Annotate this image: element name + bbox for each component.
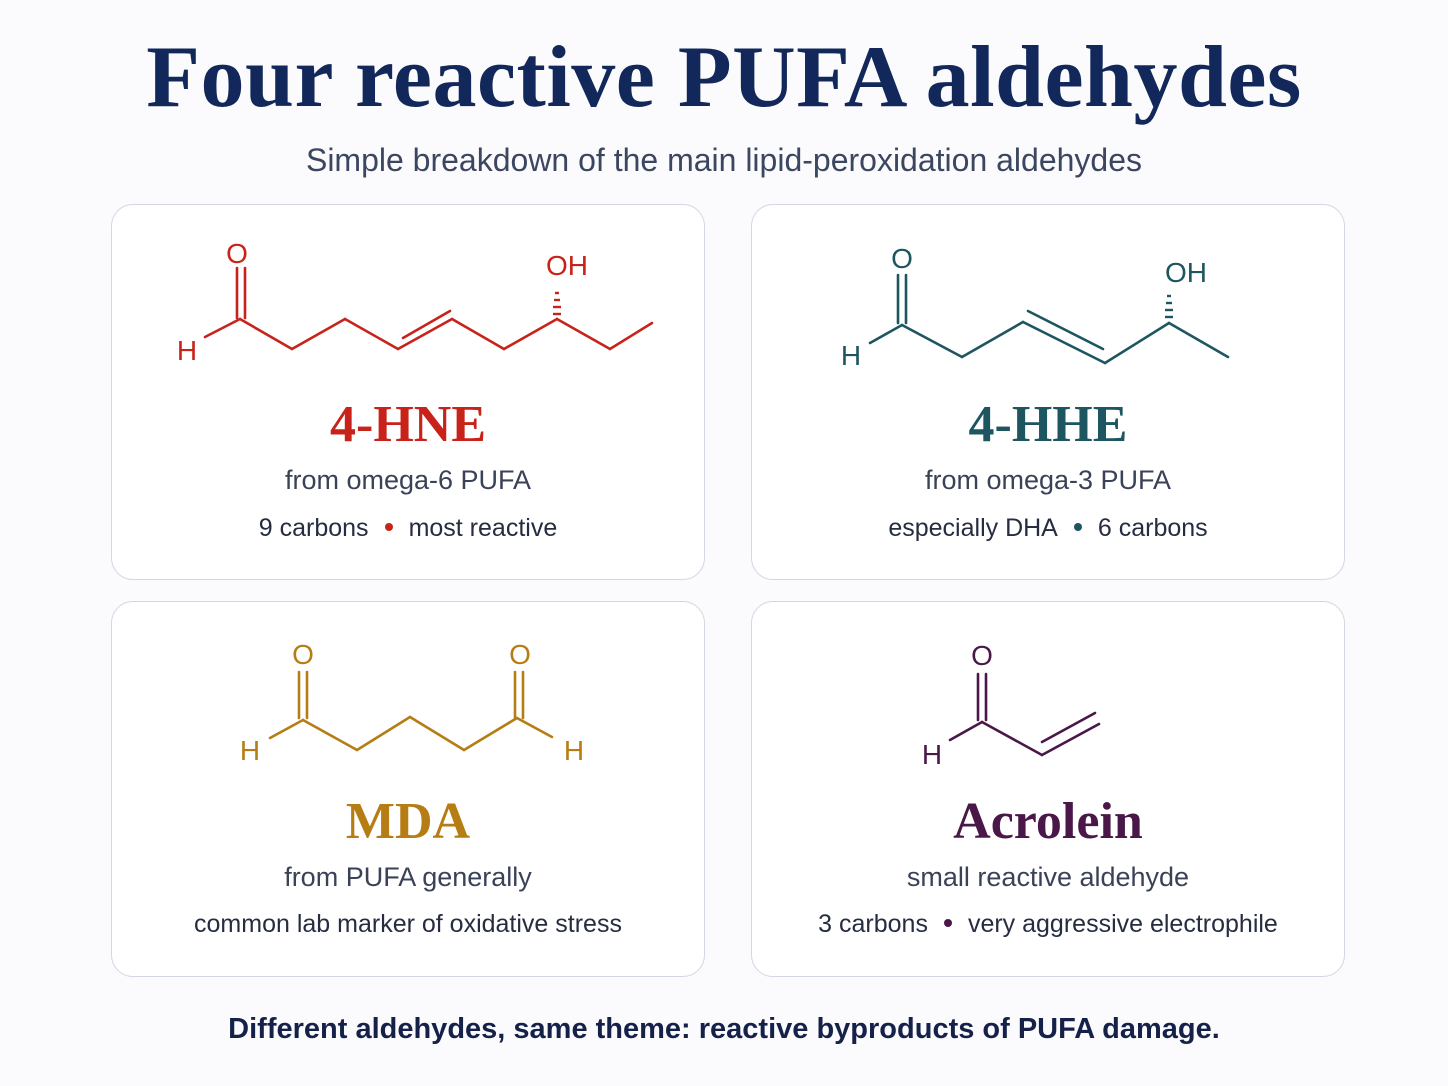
compound-name: 4-HNE xyxy=(330,396,486,453)
card-acrolein: O H Acrolein small reactive aldehyde 3 c… xyxy=(751,601,1345,977)
structure-mda: O O H H xyxy=(240,639,584,766)
card-mda: O O H H MDA from PUFA generally common l… xyxy=(111,601,705,977)
detail-left: 3 carbons xyxy=(818,910,928,938)
atom-hydroxyl: OH xyxy=(1165,257,1207,288)
page-subtitle: Simple breakdown of the main lipid-perox… xyxy=(305,142,1143,178)
detail-left: 9 carbons xyxy=(258,514,369,542)
atom-oxygen: O xyxy=(292,639,314,670)
atom-oxygen: O xyxy=(971,640,993,671)
compound-detail: 3 carbons very aggressive electrophile xyxy=(752,908,1344,940)
bullet-dot xyxy=(943,919,952,928)
compound-source: from omega-3 PUFA xyxy=(924,465,1172,495)
atom-hydrogen: H xyxy=(240,735,260,766)
footer-note: Different aldehydes, same theme: reactiv… xyxy=(228,1013,1220,1045)
compound-name: MDA xyxy=(345,793,471,850)
atom-hydrogen: H xyxy=(922,739,942,770)
atom-hydrogen: H xyxy=(841,340,861,371)
compound-name: 4-HHE xyxy=(968,396,1128,453)
detail-left: especially DHA xyxy=(888,514,1058,542)
compound-detail: 9 carbons most reactive xyxy=(112,512,704,544)
card-4-hne: O H OH 4-HNE from omega-6 PUFA 9 carbons… xyxy=(111,204,705,580)
structure-acrolein: O H xyxy=(922,640,1101,770)
structure-4-hne: O H OH xyxy=(177,238,654,366)
atom-hydroxyl: OH xyxy=(546,250,588,281)
atom-oxygen: O xyxy=(509,639,531,670)
compound-detail: common lab marker of oxidative stress xyxy=(194,910,622,938)
atom-hydrogen: H xyxy=(564,735,584,766)
detail-right: most reactive xyxy=(408,514,558,542)
detail-right: 6 carbons xyxy=(1097,514,1208,542)
compound-name: Acrolein xyxy=(953,793,1143,850)
page-title: Four reactive PUFA aldehydes xyxy=(146,29,1302,126)
bullet-dot xyxy=(384,523,393,532)
bullet-dot xyxy=(1073,523,1082,532)
compound-source: from omega-6 PUFA xyxy=(284,465,532,495)
compound-source: from PUFA generally xyxy=(284,862,532,892)
card-4-hhe: O H OH 4-HHE from omega-3 PUFA especiall… xyxy=(751,204,1345,580)
detail-right: very aggressive electrophile xyxy=(967,910,1278,938)
compound-source: small reactive aldehyde xyxy=(906,862,1190,892)
structure-4-hhe: O H OH xyxy=(841,243,1230,371)
atom-hydrogen: H xyxy=(177,335,197,366)
compound-detail: especially DHA 6 carbons xyxy=(752,512,1344,544)
atom-oxygen: O xyxy=(891,243,913,274)
atom-oxygen: O xyxy=(226,238,248,269)
